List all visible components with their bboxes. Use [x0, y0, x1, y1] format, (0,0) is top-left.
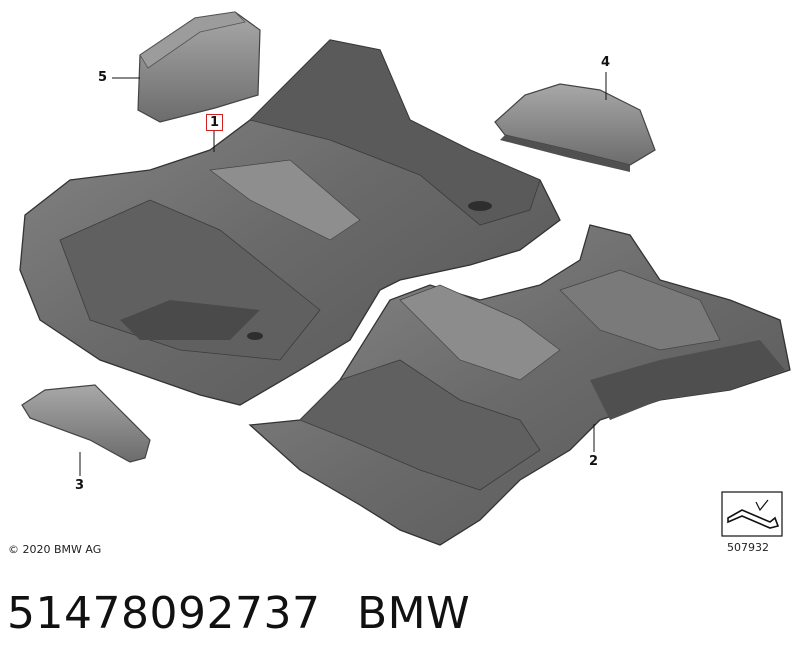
orientation-icon [721, 491, 783, 537]
callout-1: 1 [206, 114, 224, 131]
part-5-pad [137, 11, 261, 123]
part-3-pad [21, 384, 151, 463]
callout-5: 5 [98, 70, 108, 85]
callout-2: 2 [589, 454, 599, 469]
callout-4: 4 [601, 55, 611, 70]
part-number-caption: 51478092737 [7, 588, 321, 639]
part-2-rear-mat [248, 224, 791, 546]
callout-3: 3 [75, 478, 85, 493]
part-4-pad [494, 83, 656, 172]
diagram-id-text: 507932 [727, 541, 769, 554]
brand-caption: BMW [357, 588, 471, 639]
part-1-front-mat [19, 39, 561, 406]
copyright-text: © 2020 BMW AG [8, 543, 102, 556]
leader-lines [79, 72, 607, 476]
